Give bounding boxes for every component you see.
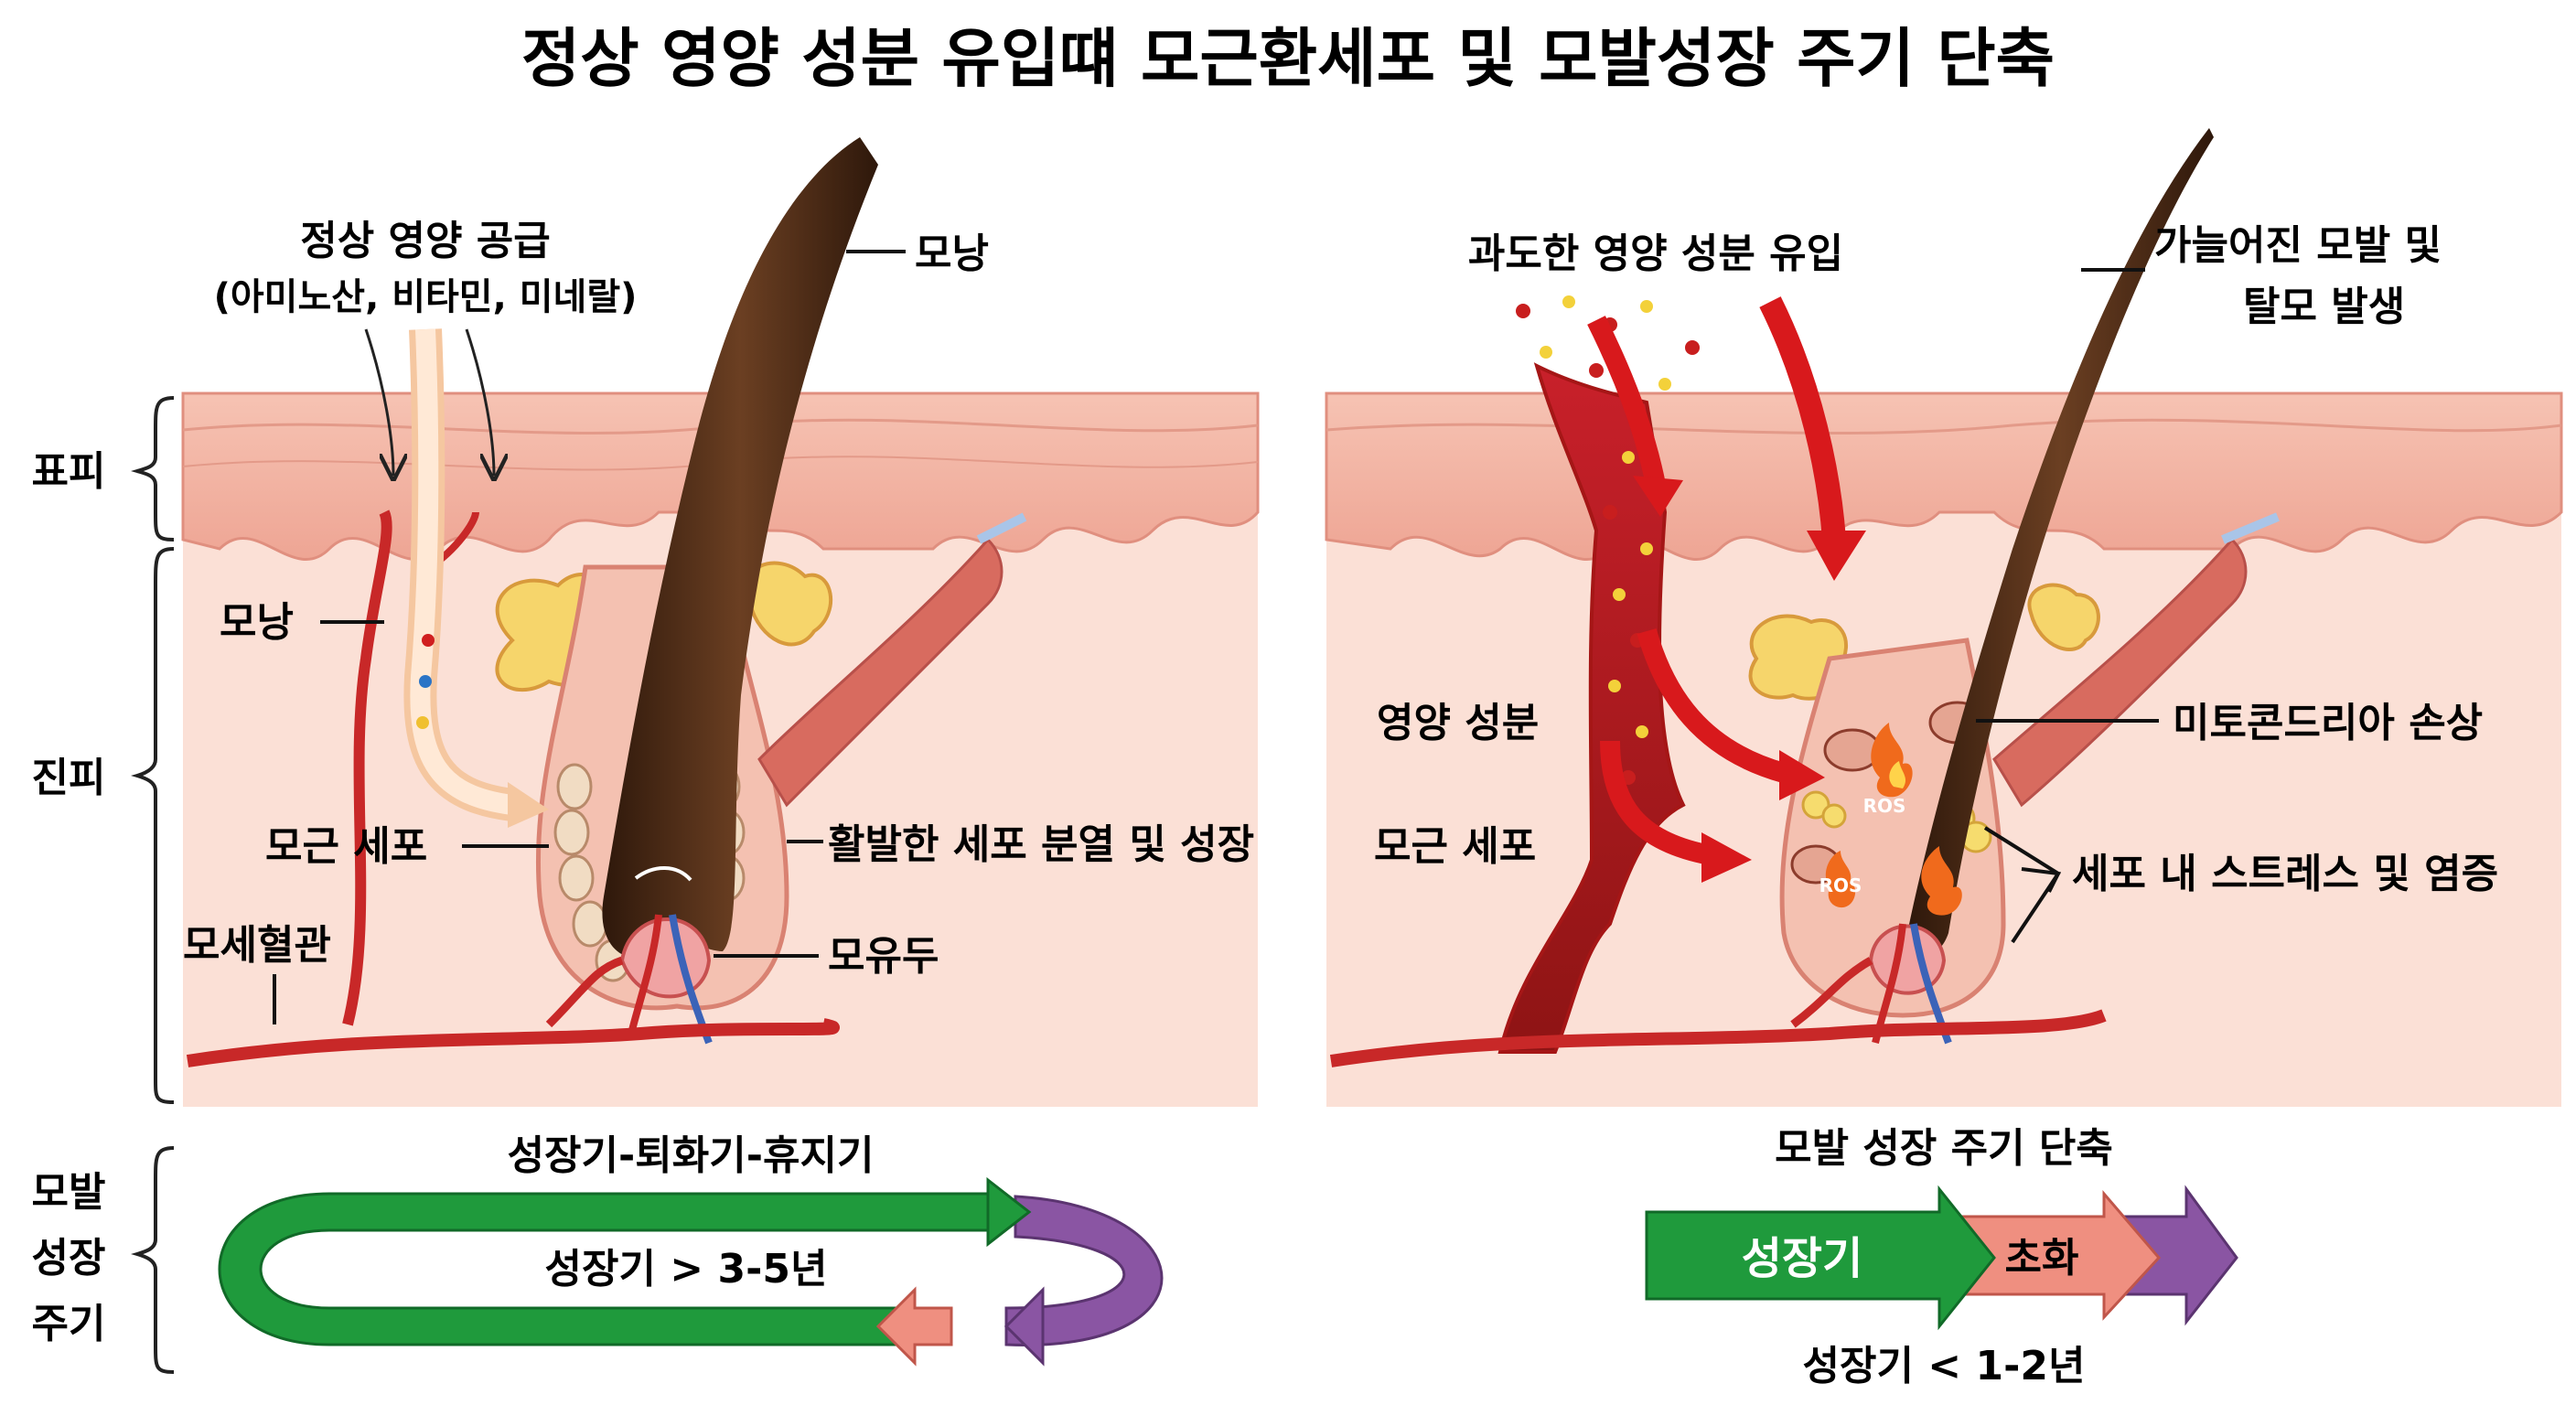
label-cycle-2: 성장: [32, 1235, 106, 1282]
label-cycle-title: 성장기-퇴화기-휴지기: [508, 1132, 875, 1179]
label-thin-hair-2: 탈모 발생: [2243, 284, 2405, 330]
right-capillary: [1329, 1009, 2107, 1067]
right-dermal-papilla: [1868, 924, 1947, 995]
label-follicle-top: 모낭: [915, 231, 989, 277]
label-stress-inflammation: 세포 내 스트레스 및 염증: [2072, 851, 2498, 897]
label-short-cycle-duration: 성장기 < 1-2년: [1803, 1343, 2086, 1389]
label-capillary: 모세혈관: [183, 922, 331, 969]
left-arrector-muscle: [757, 537, 1004, 808]
label-early-phase: 초화: [2005, 1235, 2079, 1282]
inflow-arrow-4: [1600, 740, 1713, 865]
right-hair-shaft: [1907, 128, 2214, 954]
right-panel: ROS ROS: [1325, 128, 2563, 1107]
left-panel: 정상 영양 공급 (아미노산, 비타민, 미네랄) 모낭 모낭 모근 세포 모세…: [181, 137, 1260, 1107]
label-mito-damage: 미토콘드리아 손상: [2173, 700, 2483, 746]
cycle-salmon-arrow: [875, 1286, 953, 1367]
cycle-green-loop: [218, 1192, 990, 1346]
inflow-arrow-2: [1759, 296, 1846, 541]
ros-label-2: ROS: [1819, 874, 1862, 896]
inflow-arrow-1: [1587, 316, 1666, 488]
label-short-cycle-title: 모발 성장 주기 단축: [1775, 1125, 2113, 1172]
left-cycle-diagram: 성장기-퇴화기-휴지기 성장기 > 3-5년: [218, 1132, 1164, 1367]
cycle-purple-arrowhead: [1004, 1286, 1045, 1367]
label-epidermis: 표피: [32, 448, 106, 495]
ros-label-1: ROS: [1863, 795, 1906, 817]
inflow-arrow-3: [1637, 627, 1787, 783]
label-excess-inflow: 과도한 영양 성분 유입: [1468, 231, 1843, 277]
layer-brackets: [131, 396, 175, 1374]
label-cycle-duration: 성장기 > 3-5년: [545, 1246, 828, 1292]
label-nutrient-types: (아미노산, 비타민, 미네랄): [214, 276, 638, 318]
label-nutrients: 영양 성분: [1377, 700, 1539, 746]
cycle-green-arrowhead: [986, 1176, 1032, 1248]
ros-flames: ROS ROS: [1819, 723, 1962, 916]
label-follicle-side: 모낭: [220, 599, 294, 646]
right-inflow-channel: [1497, 362, 1686, 1054]
right-arrector-muscle: [1992, 537, 2248, 808]
label-cycle-1: 모발: [32, 1169, 106, 1216]
short-cycle-green: [1645, 1185, 1996, 1331]
page-title: 정상 영양 성분 유입떄 모근환세포 및 모발성장 주기 단축: [521, 21, 2055, 96]
label-growth-phase: 성장기: [1742, 1233, 1862, 1284]
left-hair-shaft: [602, 137, 878, 959]
label-active-division: 활발한 세포 분열 및 성장: [828, 821, 1254, 868]
label-thin-hair-1: 가늘어진 모발 및: [2154, 222, 2442, 269]
nutrient-particles: [1516, 295, 1700, 785]
label-nutrient-supply: 정상 영양 공급: [300, 218, 551, 264]
mitochondria: [1823, 728, 1882, 772]
cycle-purple-segment: [1004, 1195, 1164, 1346]
label-root-cells: 모근 세포: [265, 823, 427, 870]
label-dermis: 진피: [32, 755, 106, 801]
label-papilla: 모유두: [828, 933, 939, 980]
label-root-cells-right: 모근 세포: [1374, 823, 1536, 870]
label-cycle-3: 주기: [32, 1301, 106, 1347]
left-capillary: [186, 1018, 840, 1067]
right-cycle-diagram: 성장기 초화 모발 성장 주기 단축 성장기 < 1-2년: [1645, 1125, 2238, 1389]
